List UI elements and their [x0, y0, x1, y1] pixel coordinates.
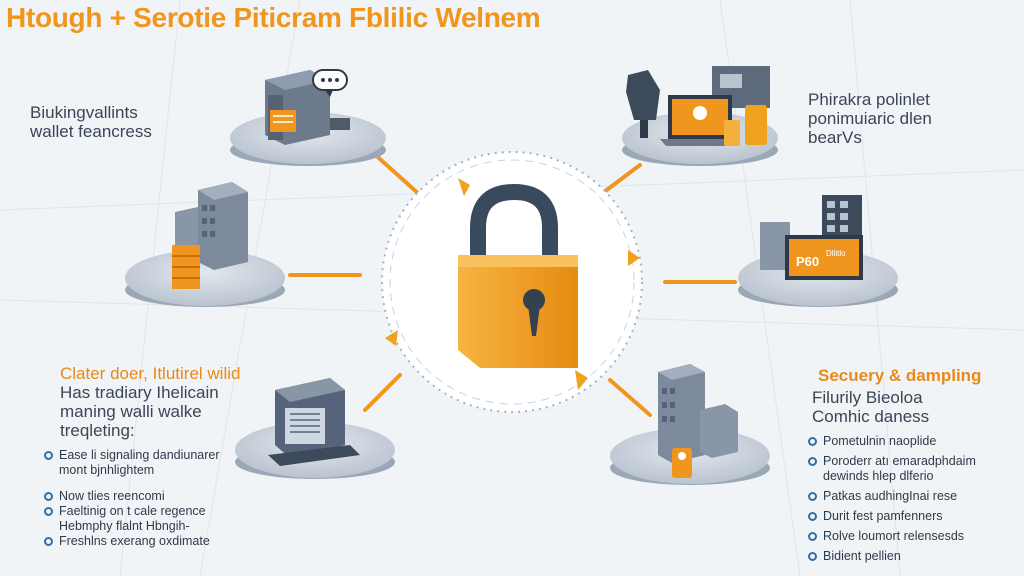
list-item: Now tlies reencomi: [44, 489, 220, 504]
list-item: Patkas audhingInai rese: [808, 489, 976, 504]
caption-line: ponimuiaric dlen: [808, 109, 932, 128]
ring-arrow-icons: [385, 178, 640, 390]
caption-line: maning walli walke: [60, 402, 202, 421]
list-item-text: dewinds hlep dlferio: [823, 469, 934, 483]
phone-icon: [724, 105, 767, 146]
mannequin-icon: [626, 70, 660, 138]
bullet-icon: [44, 537, 53, 546]
screen-label: P60: [796, 254, 819, 269]
list-item: Rolve loumort relensesds: [808, 529, 976, 544]
server-laptop-icon: [268, 378, 360, 466]
bullet-icon: [808, 457, 817, 466]
list-item-text: Patkas audhingInai rese: [823, 489, 958, 503]
bullet-icon: [808, 512, 817, 521]
list-item: Bidient pellien: [808, 549, 976, 564]
caption-bottom-right-heading: Secuery & dampling: [818, 366, 982, 385]
caption-bottom-right-sub: Filurily Bieoloa Comhic daness: [812, 388, 929, 426]
caption-line: wallet feancress: [30, 122, 152, 141]
caption-line: Phirakra polinlet: [808, 90, 930, 109]
list-item-text: Pometulnin naoplide: [823, 434, 937, 448]
dashboard-monitor-icon: P60 Dllitlo: [760, 195, 863, 280]
list-item-text: Hebmphy flalnt Hbngih-: [59, 519, 190, 533]
coin-icon: [672, 448, 692, 478]
list-item-text: Now tlies reencomi: [59, 489, 165, 503]
list-item: Freshlns exerang oxdimate: [44, 534, 220, 549]
list-item-text: mont bjnhlightem: [59, 463, 155, 477]
list-gap: [44, 478, 220, 489]
caption-line: Comhic daness: [812, 407, 930, 426]
caption-line: bearVs: [808, 128, 862, 147]
list-item-text: Durit fest pamfenners: [823, 509, 943, 523]
chat-bubble-icon: [312, 69, 348, 97]
caption-top-right: Phirakra polinlet ponimuiaric dlen bearV…: [808, 90, 932, 147]
caption-line: Clater doer, Itlutirel wilid: [60, 364, 241, 383]
caption-mid-left: Clater doer, Itlutirel wilid Has tradiar…: [60, 364, 240, 440]
bullet-icon: [808, 437, 817, 446]
screen-sublabel: Dllitlo: [826, 249, 846, 258]
list-item-text: Freshlns exerang oxdimate: [59, 534, 210, 548]
server-icon: [265, 70, 350, 145]
bullet-icon: [808, 552, 817, 561]
bullet-icon: [808, 492, 817, 501]
caption-line: Biukingvallints: [30, 103, 138, 122]
office-building-icon: [172, 182, 248, 289]
list-item-text: Rolve loumort relensesds: [823, 529, 965, 543]
page-title: Htough + Serotie Piticram Fblilic Welnem: [6, 2, 541, 33]
caption-line: Has tradiary Ihelicain: [60, 383, 219, 402]
list-item-text: Ease li signaling dandiunarer: [59, 448, 220, 462]
list-item-text: Faeltinig on t cale regence: [59, 504, 206, 518]
bullet-icon: [808, 532, 817, 541]
tower-building-icon: [658, 364, 738, 463]
list-item-text: Poroderr atı emaradphdaim: [823, 454, 976, 468]
caption-line: Filurily Bieoloa: [812, 388, 923, 407]
laptop-icon: [660, 95, 740, 146]
list-item: Durit fest pamfenners: [808, 509, 976, 524]
caption-top-left: Biukingvallints wallet feancress: [30, 103, 152, 141]
padlock-icon: [458, 183, 578, 368]
right-bullet-list: Pometulnin naoplide Poroderr atı emaradp…: [808, 434, 976, 564]
bullet-icon: [44, 492, 53, 501]
caption-line: treqleting:: [60, 421, 135, 440]
connector-lines: [288, 148, 737, 417]
bullet-icon: [44, 451, 53, 460]
platform-mid-left: [125, 250, 285, 307]
bullet-icon: [44, 507, 53, 516]
list-item-text: Bidient pellien: [823, 549, 901, 563]
list-item: Pometulnin naoplide: [808, 434, 976, 449]
